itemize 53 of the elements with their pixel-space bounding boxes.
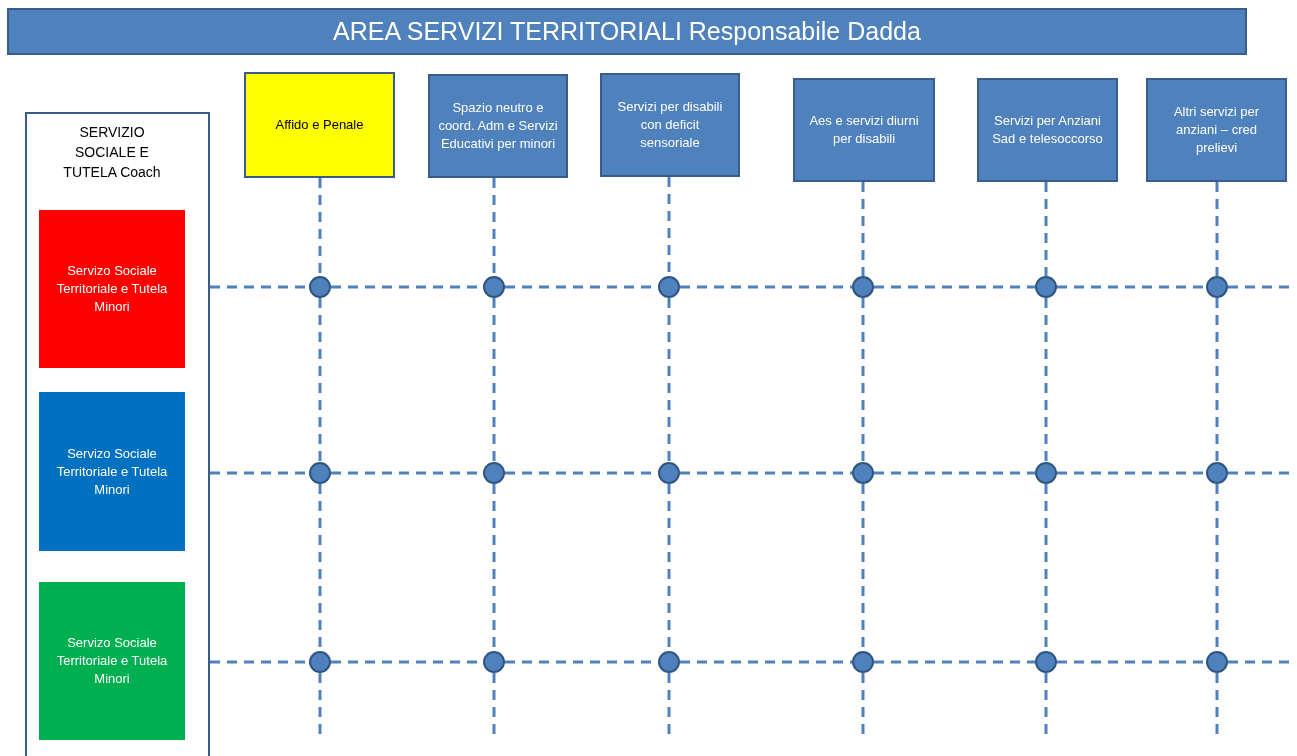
junction-dot <box>1206 276 1228 298</box>
dashed-connector <box>680 285 852 289</box>
service-box: Affido e Penale <box>244 72 395 178</box>
dashed-connector <box>680 660 852 664</box>
dashed-connector <box>1215 298 1219 462</box>
dashed-connector <box>874 471 1035 475</box>
junction-dot <box>1206 651 1228 673</box>
service-box: Servizi per Anziani Sad e telesoccorso <box>977 78 1118 182</box>
dashed-connector <box>492 178 496 276</box>
junction-dot <box>483 276 505 298</box>
junction-dot <box>852 276 874 298</box>
service-box: Altri servizi per anziani – cred prelievi <box>1146 78 1287 182</box>
dashed-connector <box>874 660 1035 664</box>
dashed-connector <box>680 471 852 475</box>
junction-dot <box>1035 462 1057 484</box>
service-box: Spazio neutro e coord. Adm e Servizi Educativi per minori <box>428 74 568 178</box>
team-box: Servizo Sociale Territoriale e Tutela Minori <box>39 392 185 551</box>
junction-dot <box>1206 462 1228 484</box>
dashed-connector <box>1044 298 1048 462</box>
group-panel <box>25 112 210 756</box>
group-heading: SERVIZIO SOCIALE E TUTELA Coach <box>62 123 162 182</box>
junction-dot <box>852 462 874 484</box>
service-box: Aes e servizi diurni per disabili <box>793 78 935 182</box>
title-banner: AREA SERVIZI TERRITORIALI Responsabile Dadda <box>7 8 1247 55</box>
junction-dot <box>483 462 505 484</box>
junction-dot <box>852 651 874 673</box>
dashed-connector <box>1044 182 1048 276</box>
dashed-connector <box>318 298 322 462</box>
dashed-connector <box>1057 285 1206 289</box>
dashed-connector <box>874 285 1035 289</box>
junction-dot <box>309 462 331 484</box>
dashed-connector <box>1228 285 1292 289</box>
dashed-connector <box>1057 471 1206 475</box>
junction-dot <box>658 276 680 298</box>
junction-dot <box>309 651 331 673</box>
service-box: Servizi per disabili con deficit sensoriale <box>600 73 740 177</box>
dashed-connector <box>318 178 322 276</box>
dashed-connector <box>1228 660 1292 664</box>
dashed-connector <box>1215 182 1219 276</box>
team-box: Servizo Sociale Territoriale e Tutela Minori <box>39 210 185 368</box>
dashed-connector <box>1057 660 1206 664</box>
dashed-connector <box>492 298 496 462</box>
junction-dot <box>483 651 505 673</box>
junction-dot <box>658 651 680 673</box>
junction-dot <box>309 276 331 298</box>
junction-dot <box>1035 276 1057 298</box>
dashed-connector <box>1228 471 1292 475</box>
team-box: Servizo Sociale Territoriale e Tutela Minori <box>39 582 185 740</box>
dashed-connector <box>861 182 865 276</box>
junction-dot <box>1035 651 1057 673</box>
dashed-connector <box>667 298 671 462</box>
junction-dot <box>658 462 680 484</box>
dashed-connector <box>861 298 865 462</box>
